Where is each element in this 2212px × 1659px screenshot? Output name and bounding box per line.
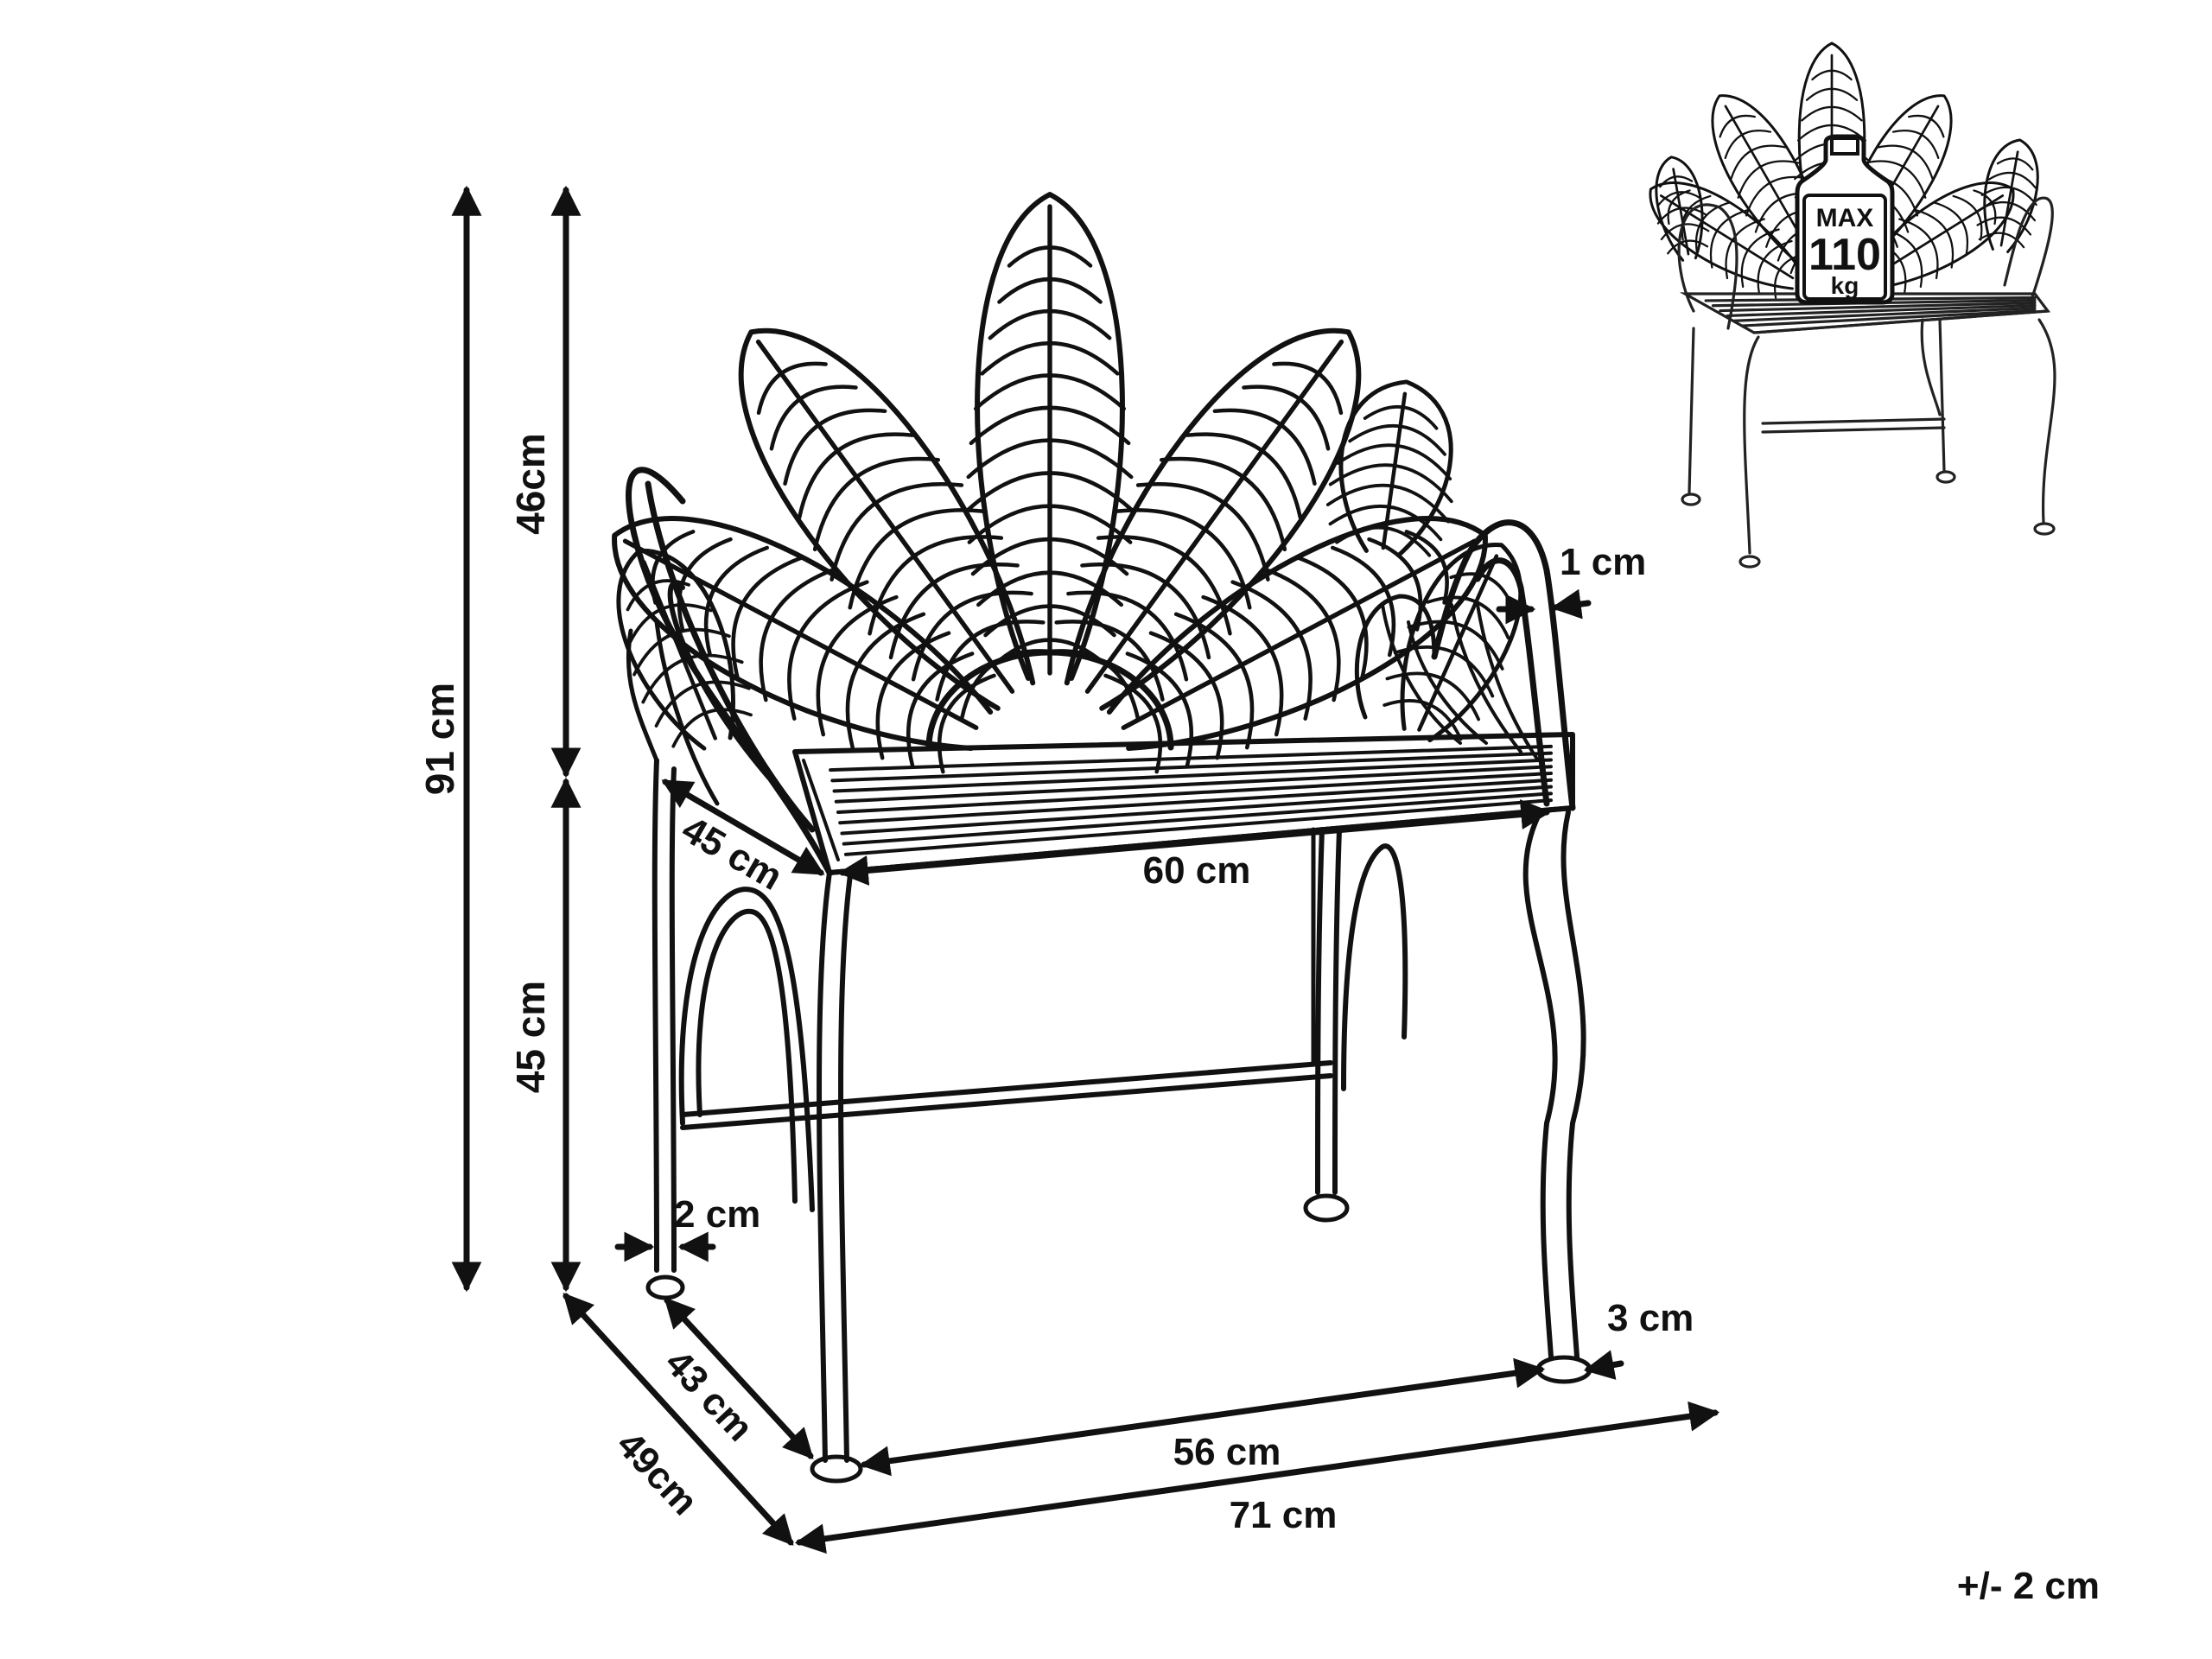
- fan-petal-center: [965, 192, 1135, 681]
- thumb-seat-slat: [1740, 308, 2037, 327]
- fan-petal-left: [738, 327, 1056, 721]
- dimension-lines: [451, 185, 1720, 1554]
- inner-width-label: 56 cm: [1173, 1431, 1281, 1473]
- seat-depth-line: [661, 779, 825, 876]
- seat-slat: [830, 751, 1553, 783]
- fan-petal-right: [1044, 327, 1362, 721]
- tolerance-note: +/- 2 cm: [1957, 1565, 2100, 1607]
- badge-weight-value: 110: [1808, 230, 1881, 280]
- seat-slat: [832, 758, 1553, 793]
- chair-legs: [645, 758, 1592, 1484]
- dimension-labels: 91 cm 46cm 45 cm 45 cm 60 cm 2 cm 1 cm 3…: [417, 433, 1694, 1536]
- thumb-seat-slat: [1726, 303, 2037, 318]
- seat-slat: [829, 744, 1553, 772]
- foot-size-arrow: [1583, 1350, 1624, 1380]
- chair-thumbnail: [1649, 41, 2056, 569]
- chair-back-fan: [612, 192, 1523, 774]
- seat-width-label: 60 cm: [1143, 849, 1251, 892]
- badge-unit-label: kg: [1831, 272, 1859, 299]
- max-weight-badge: MAX 110 kg: [1795, 134, 1895, 305]
- thumb-petal-far-left: [1649, 181, 1804, 299]
- fan-petal-ear-right: [1325, 379, 1453, 558]
- thumb-petal-ear-right: [1976, 138, 2039, 254]
- foot-size-label: 3 cm: [1607, 1297, 1694, 1339]
- back-height-label: 46cm: [508, 433, 553, 535]
- seat-width-line: [837, 799, 1552, 886]
- seat-height-label: 45 cm: [508, 981, 553, 1093]
- seat-slats: [829, 744, 1553, 856]
- thumb-seat-slat: [1732, 306, 2037, 322]
- outer-width-label: 71 cm: [1230, 1494, 1338, 1536]
- arm-thickness-label: 1 cm: [1560, 541, 1646, 583]
- seat-slat: [834, 765, 1553, 804]
- inner-depth-label: 43 cm: [657, 1342, 761, 1450]
- arm-thickness-arrow-right: [1550, 588, 1592, 620]
- thumb-seat-slat: [1719, 301, 2037, 313]
- height-total-label: 91 cm: [417, 683, 462, 795]
- badge-max-label: MAX: [1816, 204, 1874, 232]
- outer-width-line: [794, 1401, 1720, 1554]
- fan-petal-side-right: [1382, 543, 1523, 743]
- outer-depth-label: 49cm: [608, 1423, 706, 1523]
- outer-depth-line: [563, 1293, 794, 1546]
- leg-thickness-label: 2 cm: [674, 1193, 760, 1236]
- thumb-petal-ear-left: [1655, 156, 1710, 262]
